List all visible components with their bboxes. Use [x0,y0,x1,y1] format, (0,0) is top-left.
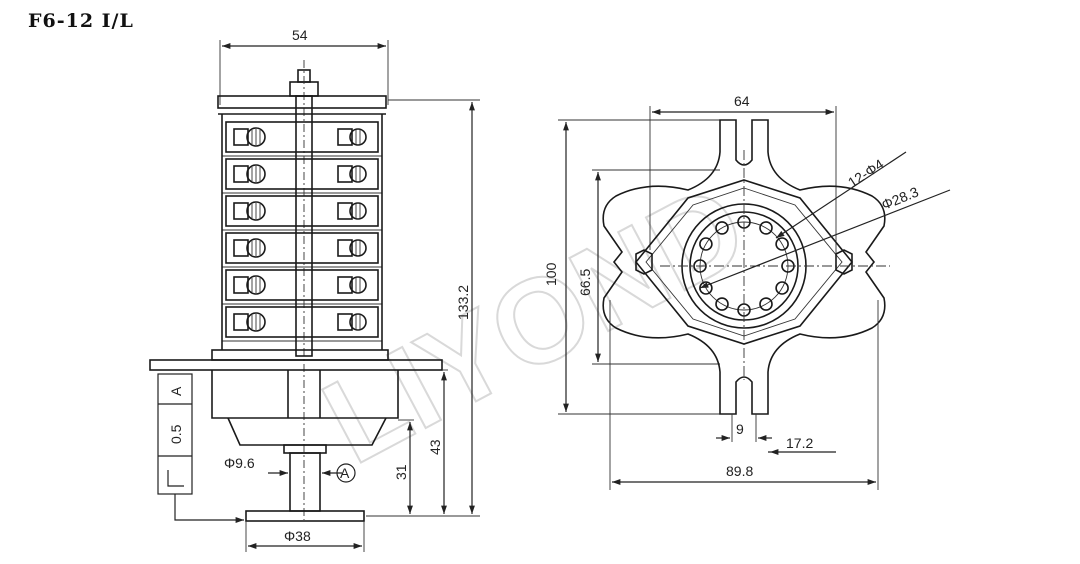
terminal-screw [246,201,266,221]
tolerance-value: 0.5 [168,424,184,444]
side-view: 54 Φ9.6 A [149,27,480,552]
terminal-screw [246,164,266,184]
mounting-hole [699,237,713,251]
mounting-hole [715,221,729,235]
dim-height-outer: 100 [543,262,559,286]
datum-label: A [168,386,184,396]
left-mount-nut [635,249,653,275]
dim-width-bottom: 89.8 [726,463,753,479]
right-mount-nut [835,249,853,275]
terminal-screw [246,312,266,332]
mounting-hole [759,297,773,311]
dim-pcd: Φ28.3 [879,183,921,212]
mounting-hole [759,221,773,235]
drawing-title: F6-12 I/L [28,10,134,32]
terminal-screw [349,165,367,183]
terminal-screw [246,127,266,147]
dim-height-lower: 43 [427,439,443,455]
dim-height-total: 133.2 [455,285,471,320]
hole-pattern [693,215,795,317]
dim-slot: 9 [736,421,744,437]
mounting-hole [775,281,789,295]
dim-offset: 17.2 [786,435,813,451]
mounting-plate [602,119,886,415]
dim-base-dia: Φ38 [284,528,311,544]
terminal-screw [349,276,367,294]
dim-width-54: 54 [292,27,308,43]
dim-height-inner: 66.5 [577,269,593,296]
dim-width-top: 64 [734,93,750,109]
terminal-screw [349,202,367,220]
mounting-hole [699,281,713,295]
terminal-screw [349,128,367,146]
watermark: LIYOND [303,158,766,489]
mounting-hole [775,237,789,251]
dim-height-shaft: 31 [393,464,409,480]
terminal-screw [246,238,266,258]
mounting-hole [715,297,729,311]
terminal-screw [349,313,367,331]
terminal-screw [246,275,266,295]
dim-holes: 12-Φ4 [845,156,887,191]
surface-symbol: A [340,465,350,481]
perpendicularity-symbol [167,470,184,487]
switch-decks [222,121,382,342]
dim-shaft-dia: Φ9.6 [224,455,255,471]
terminal-screw [349,239,367,257]
